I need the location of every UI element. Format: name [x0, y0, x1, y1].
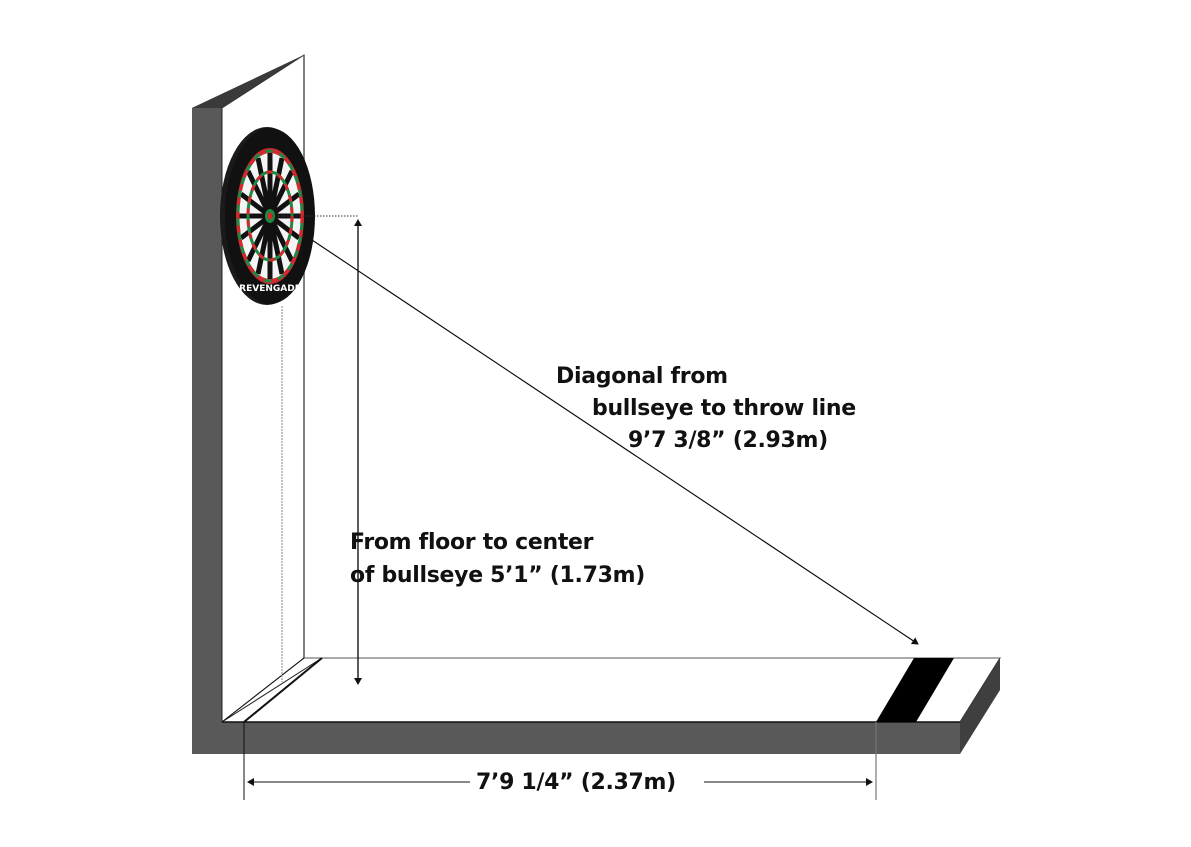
diagonal-label-line3: 9’7 3/8” (2.93m) — [628, 428, 828, 453]
throw-line — [876, 658, 954, 722]
diagonal-label-line2: bullseye to throw line — [592, 396, 856, 421]
distance-measurement — [243, 722, 877, 800]
floor — [192, 657, 1001, 754]
diagonal-measurement-line — [311, 239, 919, 645]
diagonal-label-line1: Diagonal from — [556, 364, 728, 389]
height-label-line2: of bullseye 5’1” (1.73m) — [350, 563, 645, 588]
height-label-line1: From floor to center — [350, 530, 594, 555]
dartboard-brand: REVENGADE — [239, 284, 301, 294]
height-measurement — [272, 215, 362, 685]
distance-label: 7’9 1/4” (2.37m) — [476, 770, 676, 795]
dartboard: REVENGADE — [220, 127, 315, 305]
